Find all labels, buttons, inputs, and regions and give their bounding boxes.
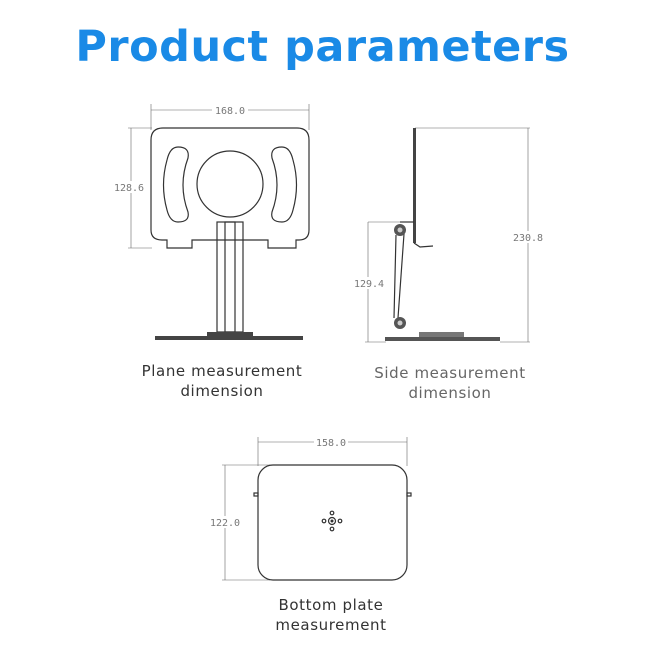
- bottom-height-label: 122.0: [210, 518, 240, 529]
- plane-caption-line1: Plane measurement: [141, 362, 303, 380]
- plane-height-label: 128.6: [114, 183, 144, 194]
- plane-view-caption: Plane measurement dimension: [122, 361, 322, 401]
- bottom-view-caption: Bottom plate measurement: [231, 595, 431, 635]
- bottom-view-drawing: 158.0 122.0: [210, 436, 412, 581]
- bottom-width-label: 158.0: [316, 438, 346, 449]
- page-title: Product parameters: [75, 22, 570, 72]
- side-hinge-height-label: 129.4: [354, 279, 384, 290]
- plane-width-label: 168.0: [215, 106, 245, 117]
- side-caption-line2: dimension: [408, 384, 492, 402]
- side-view-drawing: 230.8 129.4: [354, 127, 544, 343]
- side-view-caption: Side measurement dimension: [350, 363, 550, 403]
- bottom-caption-line2: measurement: [275, 616, 387, 634]
- side-caption-line1: Side measurement: [374, 364, 526, 382]
- side-total-height-label: 230.8: [513, 233, 543, 244]
- plane-caption-line2: dimension: [180, 382, 264, 400]
- bottom-caption-line1: Bottom plate: [278, 596, 384, 614]
- plane-view-drawing: 168.0 128.6: [114, 104, 310, 340]
